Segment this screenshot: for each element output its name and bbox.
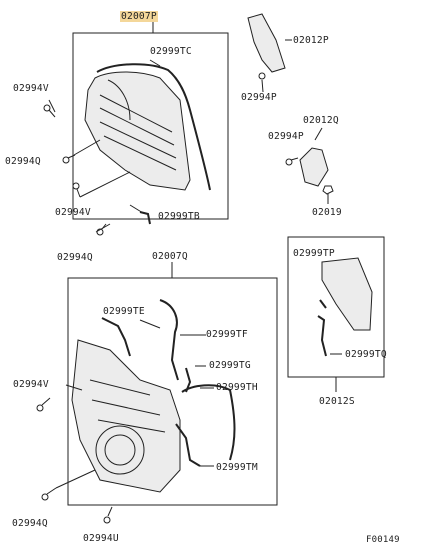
bracket-02012p [247, 13, 286, 73]
label-02994v-mid: 02994V [55, 207, 91, 218]
label-02994q-lower: 02994Q [57, 252, 93, 263]
label-02999tg: 02999TG [209, 360, 251, 371]
figure-code: F00149 [366, 535, 400, 545]
lower-cover-crank-opening [95, 425, 145, 475]
label-02012q: 02012Q [303, 115, 339, 126]
seal-02999te [101, 317, 131, 357]
seal-02999tf [159, 299, 179, 381]
seal-02999tq [317, 315, 327, 357]
label-02999tb: 02999TB [158, 211, 200, 222]
lower-timing-cover [71, 339, 181, 493]
seal-02999tc [96, 63, 211, 191]
label-02999th: 02999TH [216, 382, 258, 393]
bolt-lower-v [36, 397, 51, 412]
highlight-02007p: 02007P [120, 11, 158, 22]
label-02999tp: 02999TP [293, 248, 335, 259]
label-02007q: 02007Q [152, 251, 188, 262]
label-02994u: 02994U [83, 533, 119, 544]
label-02994p-mid: 02994P [268, 131, 304, 142]
bracket-02012q [299, 147, 329, 187]
label-02999te: 02999TE [103, 306, 145, 317]
seal-02999th [181, 384, 236, 461]
label-02019: 02019 [312, 207, 342, 218]
bolt-p-top [258, 72, 266, 93]
bolt-p-mid [285, 157, 299, 166]
seal-02999tp [319, 299, 327, 309]
bolt-mid-v [72, 182, 81, 198]
nut-02019 [322, 185, 334, 204]
bolt-upper-v [43, 104, 56, 118]
seal-02999tb [139, 211, 151, 225]
seal-02999tm [175, 423, 201, 467]
label-02999tc: 02999TC [150, 46, 192, 57]
label-02994v-upper: 02994V [13, 83, 49, 94]
bolt-tb [129, 204, 144, 214]
label-02012p: 02012P [293, 35, 329, 46]
side-bracket-plate [321, 257, 373, 331]
bolt-bottom-q [41, 487, 57, 501]
label-02999tf: 02999TF [206, 329, 248, 340]
upper-cover-group-box [72, 32, 229, 220]
label-02994v-lower: 02994V [13, 379, 49, 390]
label-02999tm: 02999TM [216, 462, 258, 473]
label-02007p: 02007P [120, 11, 158, 22]
label-02994p-top: 02994P [241, 92, 277, 103]
bolt-upper-q [62, 154, 76, 164]
label-02994q-bottom: 02994Q [12, 518, 48, 529]
upper-timing-cover [84, 71, 191, 191]
label-02999tq: 02999TQ [345, 349, 387, 360]
label-02012s: 02012S [319, 396, 355, 407]
bolt-u [103, 506, 113, 524]
label-02994q-upper: 02994Q [5, 156, 41, 167]
bolt-lower-q [96, 223, 107, 236]
